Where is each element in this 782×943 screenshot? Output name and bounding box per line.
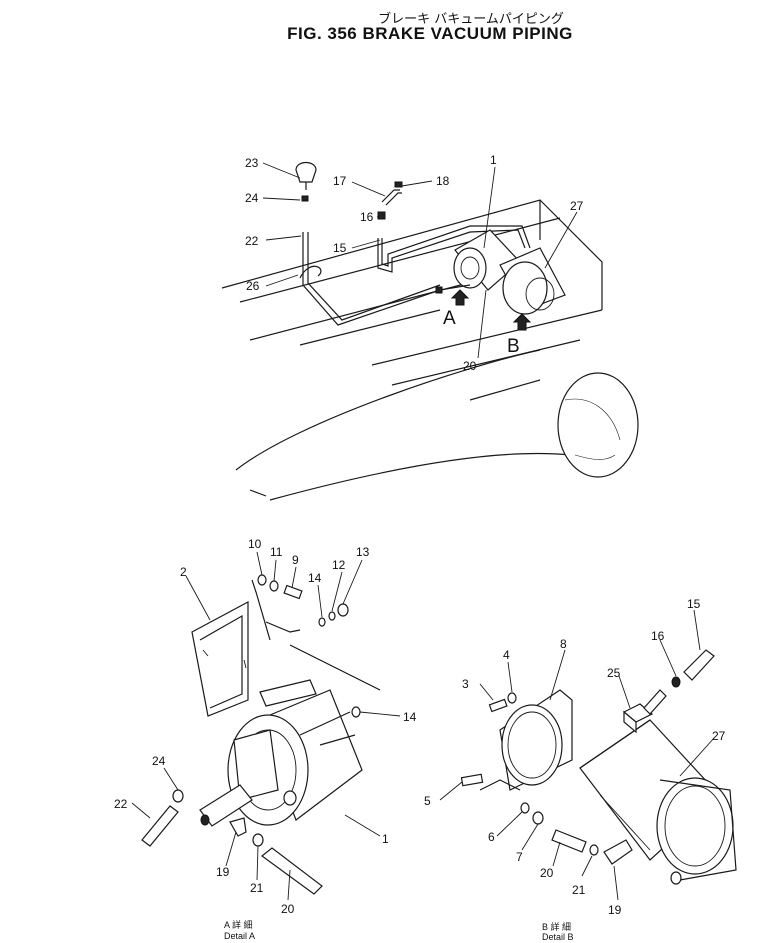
overview-assembly: A B 23 24 22 26 17 18 16 15 1 27 20 bbox=[221, 153, 639, 501]
callout-25: 25 bbox=[607, 666, 621, 680]
callout-16-detail-b: 16 bbox=[651, 629, 665, 643]
detail-b-label-jp: B 詳 細 bbox=[542, 921, 571, 932]
callout-19-detail-a: 19 bbox=[216, 865, 230, 879]
callout-2: 2 bbox=[180, 565, 187, 579]
callout-20: 20 bbox=[463, 359, 477, 373]
callout-15: 15 bbox=[333, 241, 347, 255]
callout-22: 22 bbox=[245, 234, 259, 248]
vacuum-booster-1 bbox=[435, 229, 521, 294]
callout-19-detail-b: 19 bbox=[608, 903, 622, 917]
callout-15-detail-b: 15 bbox=[687, 597, 701, 611]
hose-20 bbox=[261, 847, 323, 895]
bracket-2 bbox=[191, 579, 381, 717]
callout-18: 18 bbox=[436, 174, 450, 188]
callout-13: 13 bbox=[356, 545, 370, 559]
hose-20-detail-b bbox=[551, 829, 587, 853]
callout-17: 17 bbox=[333, 174, 347, 188]
overview-leaders bbox=[262, 162, 578, 359]
hose-15-detail-b bbox=[671, 649, 715, 688]
vacuum-booster-detail bbox=[172, 679, 363, 827]
callout-8: 8 bbox=[560, 637, 567, 651]
chassis-frame bbox=[221, 199, 603, 401]
callout-24: 24 bbox=[245, 191, 259, 205]
mounting-band-8 bbox=[479, 689, 573, 791]
detail-a-label: Detail A bbox=[224, 931, 255, 941]
detail-b-label: Detail B bbox=[542, 932, 574, 942]
detail-a-hardware bbox=[257, 574, 361, 718]
vacuum-tank-27 bbox=[499, 247, 566, 315]
vacuum-tank-detail-b bbox=[579, 719, 737, 885]
air-cleaner-body bbox=[235, 349, 639, 501]
callout-22-detail-a: 22 bbox=[114, 797, 128, 811]
callout-4: 4 bbox=[503, 648, 510, 662]
callout-6: 6 bbox=[488, 830, 495, 844]
detail-b-hardware bbox=[460, 692, 544, 825]
callout-27: 27 bbox=[570, 199, 584, 213]
callout-26: 26 bbox=[246, 279, 260, 293]
callout-1-detail-a: 1 bbox=[382, 832, 389, 846]
vacuum-pipe bbox=[299, 189, 531, 326]
check-valve-23 bbox=[295, 161, 403, 220]
callout-14-lower: 14 bbox=[403, 710, 417, 724]
view-label-a: A bbox=[443, 308, 456, 329]
callout-27-detail-b: 27 bbox=[712, 729, 726, 743]
callout-10: 10 bbox=[248, 537, 262, 551]
callout-1: 1 bbox=[490, 153, 497, 167]
callout-20-detail-b: 20 bbox=[540, 866, 554, 880]
callout-21-detail-b: 21 bbox=[572, 883, 586, 897]
fittings-19-21 bbox=[589, 839, 633, 865]
callout-16: 16 bbox=[360, 210, 374, 224]
detail-a-assembly: 2 10 11 9 14 12 13 14 24 22 1 19 21 20 A… bbox=[114, 537, 417, 941]
washer-21 bbox=[252, 833, 264, 847]
callout-24-detail-a: 24 bbox=[152, 754, 166, 768]
detail-b-assembly: 3 4 8 5 6 7 20 21 19 25 16 15 27 B 詳 細 D… bbox=[424, 597, 737, 942]
figure-title: FIG. 356 BRAKE VACUUM PIPING bbox=[287, 24, 573, 43]
callout-11: 11 bbox=[270, 545, 283, 559]
figure-title-japanese: ブレーキ バキュームパイピング bbox=[378, 12, 564, 27]
detail-a-leaders bbox=[131, 551, 401, 901]
connector-25 bbox=[622, 689, 667, 734]
callout-5: 5 bbox=[424, 794, 431, 808]
callout-12: 12 bbox=[332, 558, 346, 572]
hose-22 bbox=[141, 805, 179, 847]
callout-23: 23 bbox=[245, 156, 259, 170]
callout-7: 7 bbox=[516, 850, 523, 864]
view-arrow-b-icon bbox=[512, 313, 532, 331]
callout-20-detail-a: 20 bbox=[281, 902, 295, 916]
callout-3: 3 bbox=[462, 677, 469, 691]
detail-b-leaders bbox=[439, 609, 715, 901]
view-arrow-a-icon bbox=[450, 289, 470, 306]
callout-14-upper: 14 bbox=[308, 571, 322, 585]
callout-21-detail-a: 21 bbox=[250, 881, 264, 895]
elbow-19 bbox=[229, 817, 247, 837]
view-label-b: B bbox=[507, 336, 520, 357]
callout-9: 9 bbox=[292, 553, 299, 567]
detail-a-label-jp: A 詳 細 bbox=[224, 919, 253, 930]
